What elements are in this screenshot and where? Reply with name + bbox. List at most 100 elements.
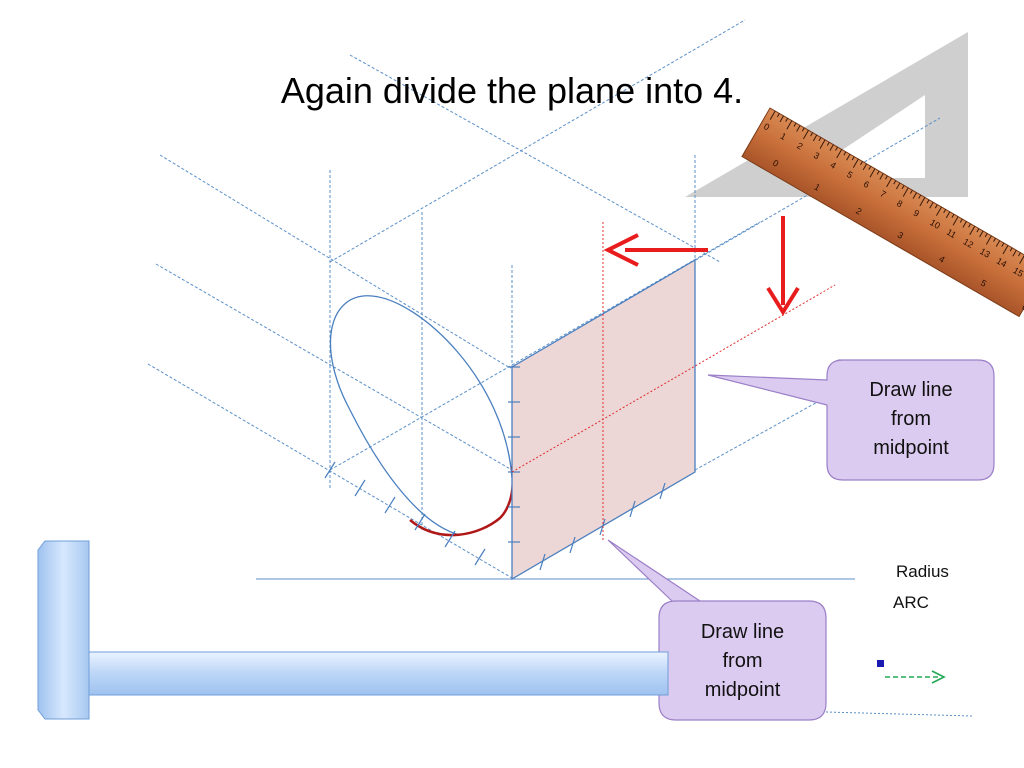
ruler-tick — [1001, 242, 1005, 247]
ruler-tick — [901, 185, 905, 190]
callout-1-shape — [707, 359, 995, 481]
ruler-tick — [846, 153, 851, 161]
ruler-bottom-number: 3 — [896, 230, 905, 241]
callout-1-text: Draw line from midpoint — [830, 376, 992, 463]
ruler-tick — [819, 139, 826, 149]
ruler-tick — [852, 158, 859, 168]
ruler-tick — [995, 240, 1001, 247]
ruler-top-number: 4 — [828, 160, 837, 171]
ruler-tick — [895, 182, 901, 190]
ruler-tick — [976, 228, 980, 233]
ruler-tick — [1018, 252, 1021, 257]
connector-line — [825, 711, 973, 717]
ruler-top-number: 7 — [878, 188, 887, 199]
ruler-tick — [1009, 247, 1013, 252]
ruler-tick — [803, 129, 809, 140]
ruler-top-number: 11 — [945, 227, 958, 240]
ruler-tick — [860, 161, 863, 166]
slide-title: Again divide the plane into 4. — [280, 70, 744, 111]
ruler-tick — [801, 127, 805, 132]
ruler-tick — [1012, 249, 1017, 257]
ruler-tick — [918, 194, 922, 199]
callout-1-line-3: midpoint — [873, 437, 949, 459]
radius-arc — [409, 465, 515, 537]
ruler-tick — [969, 225, 976, 236]
ruler-tick — [912, 192, 917, 199]
ruler-tick — [1002, 245, 1009, 255]
ruler-top-number: 5 — [845, 169, 854, 180]
center-lines — [511, 222, 836, 540]
ruler-top-number: 8 — [895, 198, 904, 209]
ruler-bottom-number: 1 — [813, 182, 822, 193]
ruler-top-number: 6 — [862, 179, 871, 190]
ruler-tick — [968, 223, 972, 228]
ruler-top-number: 15 — [1011, 265, 1024, 279]
down-arrow — [766, 216, 800, 316]
ruler-tick — [893, 180, 897, 185]
ruler-tick — [829, 144, 834, 151]
ruler-tick — [843, 151, 847, 156]
ruler-tick — [962, 221, 967, 228]
t-square — [37, 540, 669, 720]
ruler-tick — [869, 168, 876, 178]
ruler-tick — [909, 189, 913, 194]
ruler-top-number: 3 — [812, 150, 821, 161]
callout-2-line-3: midpoint — [704, 679, 781, 701]
ruler-tick — [951, 213, 955, 218]
ruler-tick — [885, 175, 888, 180]
ruler-tick — [812, 134, 818, 142]
ruler-top-number: 10 — [928, 217, 942, 231]
ruler-tick — [835, 146, 838, 151]
radius-label: Radius — [896, 562, 949, 581]
ruler-tick — [786, 120, 793, 130]
division-ticks-left — [324, 461, 486, 566]
ruler-bottom-number: 6 — [1020, 302, 1024, 313]
ruler-tick — [818, 137, 822, 142]
ruler-tick — [793, 122, 797, 127]
ruler-tick — [959, 218, 963, 223]
ruler-tick — [826, 141, 830, 146]
ruler-bottom-number: 2 — [854, 206, 863, 217]
ruler-tick — [868, 165, 872, 170]
ruler-bottom-number: 4 — [937, 254, 946, 265]
ruler-tick — [779, 115, 784, 123]
ruler-top-number: 0 — [762, 121, 771, 132]
legend-arrow — [885, 670, 946, 684]
ruler-tick — [984, 233, 988, 238]
ruler-tick — [836, 149, 843, 159]
isometric-ellipse — [329, 295, 513, 536]
ruler-tick — [796, 125, 801, 132]
ruler-top-number: 12 — [961, 236, 975, 250]
ruler-tick — [943, 209, 947, 214]
arc-label: ARC — [893, 593, 929, 612]
ruler-tick — [851, 156, 855, 161]
ruler-tick — [902, 187, 909, 197]
ruler-bottom-number: 5 — [979, 278, 988, 289]
callout-2-text: Draw line from midpoint — [661, 618, 824, 705]
ruler-top-number: 2 — [795, 140, 804, 151]
legend-dot — [877, 660, 884, 667]
ruler-top-number: 14 — [995, 256, 1009, 270]
ruler-bottom-number: 0 — [771, 158, 780, 169]
left-arrow — [603, 233, 708, 267]
callout-1-line-2: from — [891, 408, 931, 430]
ruler-tick — [919, 197, 926, 207]
ruler-tick — [926, 199, 930, 204]
ruler-tick — [810, 132, 814, 137]
callout-1-line-1: Draw line — [869, 379, 953, 401]
ruler-tick — [945, 211, 951, 219]
ruler-tick — [929, 201, 934, 209]
ruler-tick — [952, 216, 959, 226]
ruler-top-number: 9 — [912, 208, 921, 219]
callout-2-line-2: from — [722, 650, 763, 672]
division-ticks-vertical — [508, 366, 520, 543]
ruler-tick — [934, 204, 938, 209]
ruler-tick — [776, 113, 780, 118]
ruler-tick — [985, 235, 992, 245]
ruler-tick — [886, 177, 893, 188]
ruler-tick — [862, 163, 868, 171]
ruler-top-number: 13 — [978, 246, 992, 260]
ruler-tick — [993, 237, 996, 242]
